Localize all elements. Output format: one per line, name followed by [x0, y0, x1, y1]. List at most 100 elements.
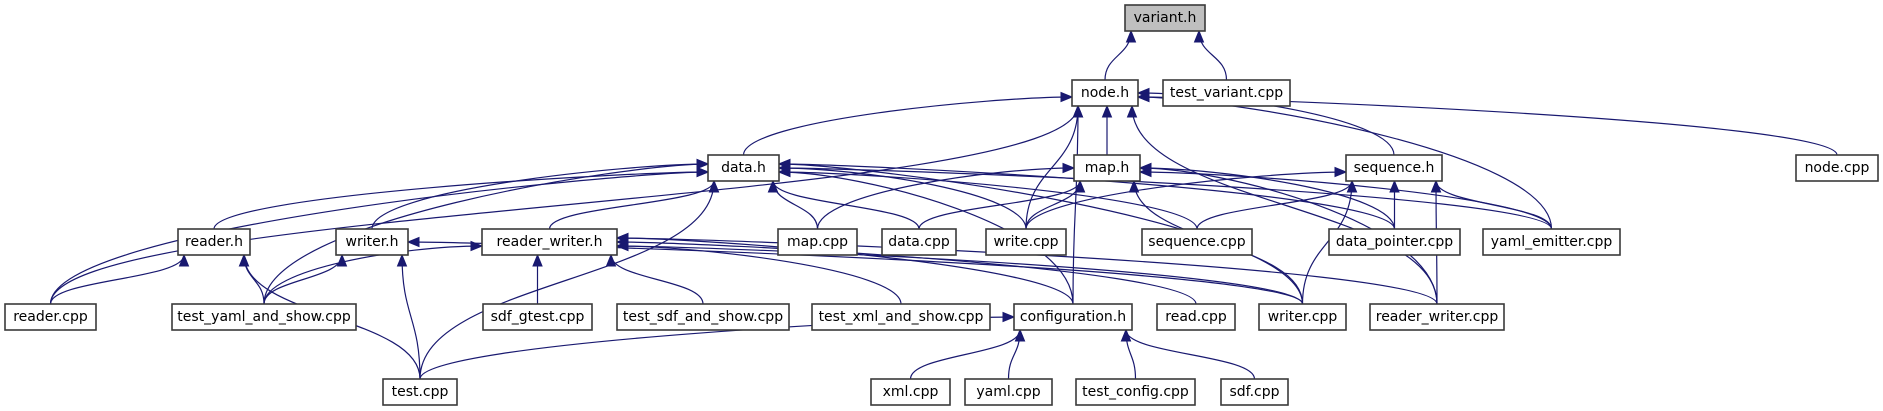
graph-node-reader-writer-h[interactable]: reader_writer.h	[481, 228, 618, 256]
node-box[interactable]	[382, 378, 458, 406]
graph-node-configuration-h[interactable]: configuration.h	[1013, 303, 1133, 331]
edge-yaml_emitter_cpp-to-sequence_h	[1435, 180, 1553, 230]
node-box[interactable]	[1482, 228, 1621, 256]
graph-node-node-h[interactable]: node.h	[1071, 79, 1139, 107]
graph-node-test-variant-cpp[interactable]: test_variant.cpp	[1162, 79, 1291, 107]
graph-node-read-cpp[interactable]: read.cpp	[1156, 303, 1236, 331]
edge-reader_writer_cpp-to-reader_writer_h	[616, 237, 1438, 305]
edge-test_yaml_and_show_cpp-to-reader_writer_h	[263, 245, 483, 305]
graph-node-data-cpp[interactable]: data.cpp	[881, 228, 957, 256]
node-box[interactable]	[1795, 154, 1879, 182]
node-box[interactable]	[1071, 79, 1139, 107]
node-box[interactable]	[335, 228, 409, 256]
edge-write_cpp-to-node_h	[1025, 105, 1079, 230]
graph-node-writer-cpp[interactable]: writer.cpp	[1258, 303, 1347, 331]
edge-data_pointer_cpp-to-map_h	[1139, 167, 1396, 230]
node-box[interactable]	[171, 303, 357, 331]
node-box[interactable]	[1075, 378, 1196, 406]
node-box[interactable]	[1124, 4, 1206, 32]
graph-node-sdf-cpp[interactable]: sdf.cpp	[1220, 378, 1289, 406]
node-box[interactable]	[1162, 79, 1291, 107]
graph-node-node-cpp[interactable]: node.cpp	[1795, 154, 1879, 182]
node-label: reader.h	[185, 234, 243, 250]
node-label: reader_writer.cpp	[1376, 309, 1499, 325]
graph-node-test-yaml-and-show-cpp[interactable]: test_yaml_and_show.cpp	[171, 303, 357, 331]
graph-node-reader-cpp[interactable]: reader.cpp	[4, 303, 97, 331]
node-box[interactable]	[707, 154, 780, 182]
graph-node-yaml-cpp[interactable]: yaml.cpp	[964, 378, 1053, 406]
graph-node-map-cpp[interactable]: map.cpp	[777, 228, 858, 256]
node-box[interactable]	[1156, 303, 1236, 331]
arrowhead-data_h	[708, 179, 720, 193]
graph-node-test-sdf-and-show-cpp[interactable]: test_sdf_and_show.cpp	[616, 303, 790, 331]
node-box[interactable]	[777, 228, 858, 256]
node-label: map.h	[1085, 160, 1129, 176]
graph-node-sequence-h[interactable]: sequence.h	[1345, 154, 1443, 182]
edge-sdf_cpp-to-configuration_h	[1125, 329, 1256, 380]
graph-node-reader-h[interactable]: reader.h	[177, 228, 251, 256]
node-label: map.cpp	[787, 234, 848, 250]
graph-node-test-xml-and-show-cpp[interactable]: test_xml_and_show.cpp	[811, 303, 991, 331]
graph-node-sdf-gtest-cpp[interactable]: sdf_gtest.cpp	[482, 303, 593, 331]
node-box[interactable]	[481, 228, 618, 256]
edge-sequence_cpp-to-sequence_h	[1196, 180, 1353, 230]
arrowhead-variant_h	[1193, 29, 1205, 43]
node-box[interactable]	[964, 378, 1053, 406]
graph-node-data-pointer-cpp[interactable]: data_pointer.cpp	[1328, 228, 1461, 256]
node-box[interactable]	[1328, 228, 1461, 256]
node-box[interactable]	[1220, 378, 1289, 406]
graph-node-xml-cpp[interactable]: xml.cpp	[870, 378, 951, 406]
node-box[interactable]	[616, 303, 790, 331]
node-box[interactable]	[1369, 303, 1505, 331]
node-box[interactable]	[1345, 154, 1443, 182]
graph-node-write-cpp[interactable]: write.cpp	[985, 228, 1067, 256]
edge-reader_h-to-data_h	[213, 171, 709, 230]
node-label: read.cpp	[1165, 309, 1227, 325]
node-label: xml.cpp	[883, 384, 939, 400]
edge-map_cpp-to-data_h	[772, 180, 819, 230]
node-label: reader_writer.h	[497, 234, 603, 250]
edge-test_cpp-to-data_h	[419, 180, 715, 380]
edge-reader_writer_cpp-to-map_h	[1139, 167, 1438, 305]
node-label: variant.h	[1134, 10, 1197, 26]
edge-node_h-to-variant_h	[1104, 30, 1132, 81]
edges-layer	[49, 29, 1838, 380]
graph-node-test-config-cpp[interactable]: test_config.cpp	[1075, 378, 1196, 406]
arrowhead-writer_h	[406, 236, 420, 248]
node-label: writer.cpp	[1268, 309, 1338, 325]
node-label: test_config.cpp	[1082, 384, 1189, 400]
node-box[interactable]	[881, 228, 957, 256]
node-label: node.h	[1081, 85, 1129, 101]
graph-node-data-h[interactable]: data.h	[707, 154, 780, 182]
arrowhead-node_h	[1101, 104, 1113, 118]
node-label: yaml.cpp	[976, 384, 1040, 400]
graph-node-map-h[interactable]: map.h	[1073, 154, 1141, 182]
edge-writer_h-to-data_h	[371, 163, 709, 230]
graph-node-writer-h[interactable]: writer.h	[335, 228, 409, 256]
node-box[interactable]	[1013, 303, 1133, 331]
graph-node-variant-h[interactable]: variant.h	[1124, 4, 1206, 32]
node-box[interactable]	[985, 228, 1067, 256]
graph-node-reader-writer-cpp[interactable]: reader_writer.cpp	[1369, 303, 1505, 331]
graph-node-test-cpp[interactable]: test.cpp	[382, 378, 458, 406]
node-box[interactable]	[482, 303, 593, 331]
node-box[interactable]	[811, 303, 991, 331]
node-label: data_pointer.cpp	[1336, 234, 1453, 250]
node-label: sequence.cpp	[1148, 234, 1245, 250]
nodes-layer: variant.h node.h test_variant.cpp data.h map…	[4, 4, 1879, 406]
node-box[interactable]	[177, 228, 251, 256]
node-box[interactable]	[870, 378, 951, 406]
graph-node-sequence-cpp[interactable]: sequence.cpp	[1141, 228, 1253, 256]
node-label: test_sdf_and_show.cpp	[623, 309, 783, 325]
edge-data_cpp-to-data_h	[772, 180, 920, 230]
node-box[interactable]	[1073, 154, 1141, 182]
graph-node-yaml-emitter-cpp[interactable]: yaml_emitter.cpp	[1482, 228, 1621, 256]
node-label: sdf.cpp	[1229, 384, 1279, 400]
arrowhead-data_h	[777, 158, 791, 170]
node-box[interactable]	[1141, 228, 1253, 256]
node-box[interactable]	[1258, 303, 1347, 331]
edge-yaml_emitter_cpp-to-data_h	[778, 167, 1553, 230]
arrowhead-writer_h	[396, 253, 408, 267]
node-box[interactable]	[4, 303, 97, 331]
edge-reader_writer_h-to-data_h	[548, 180, 715, 230]
